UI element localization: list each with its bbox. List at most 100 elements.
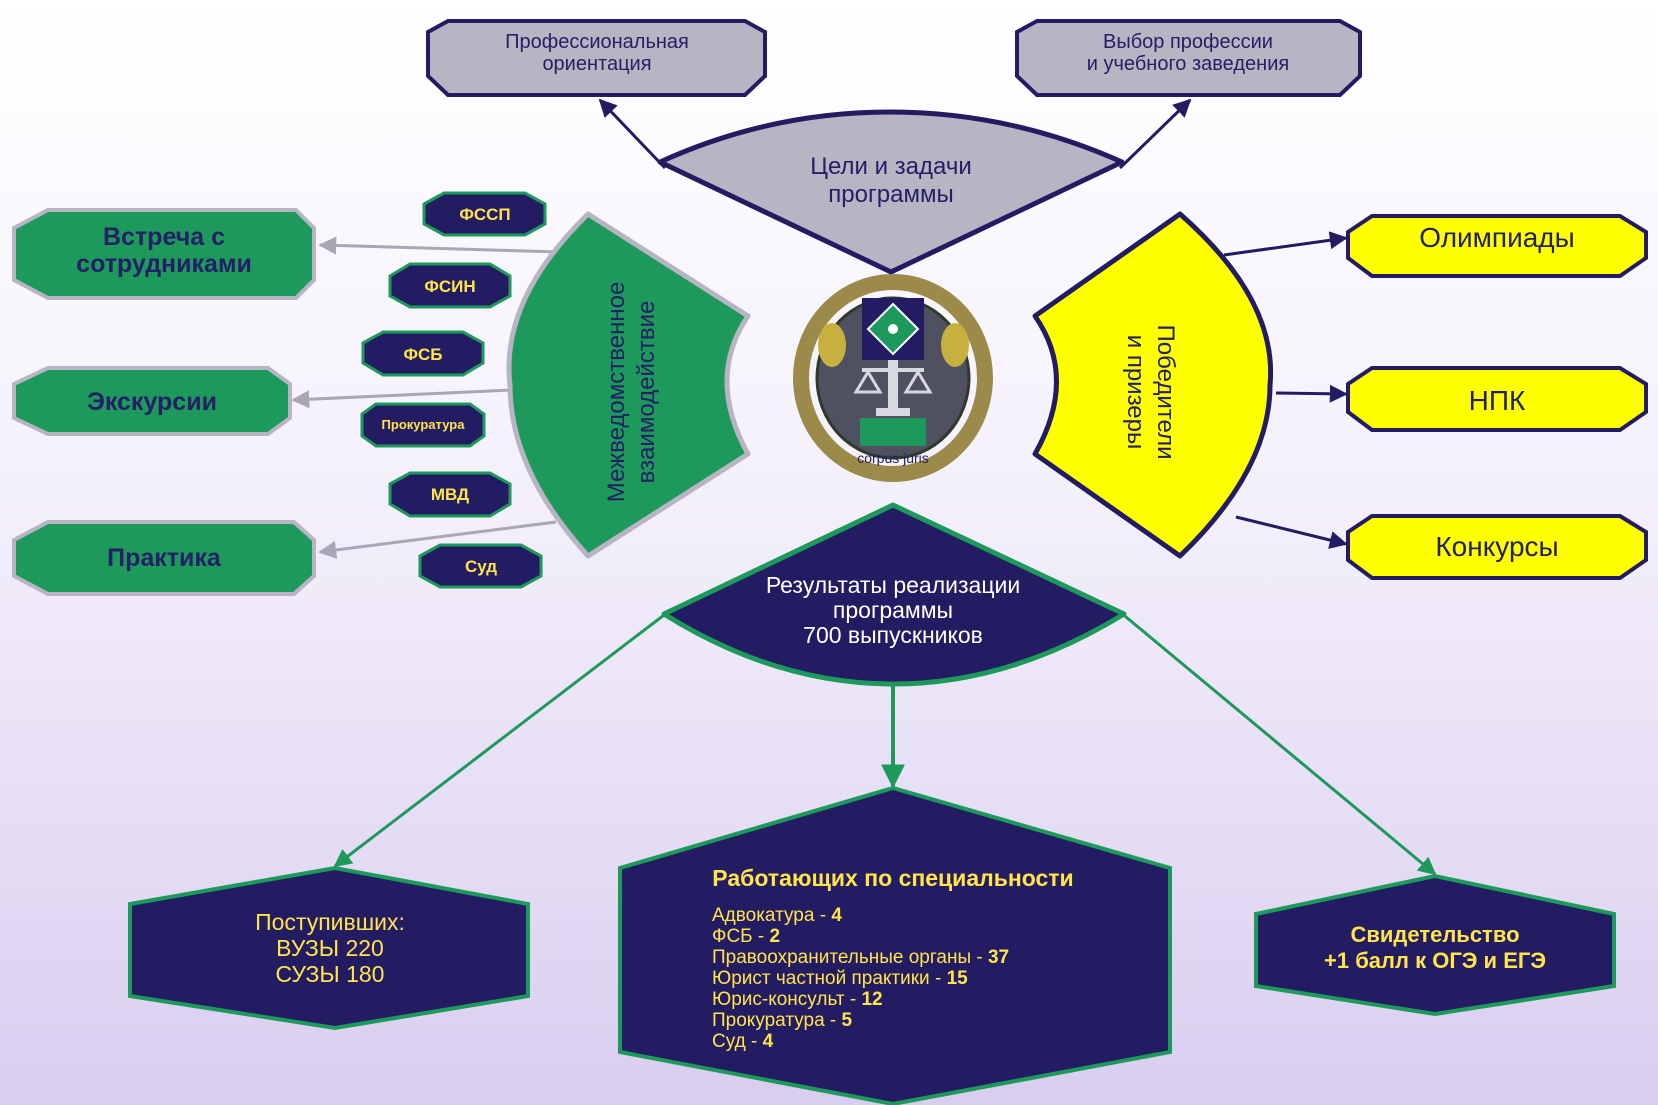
olympiads-shape [1346,214,1648,278]
agency-fsin-shape [388,262,512,309]
excursions-box: Экскурсии [12,366,292,436]
agency-fsin: ФСИН [388,262,512,309]
list-item: Правоохранительные органы - 37 [712,947,1009,968]
interagency-node: Межведомственное взаимодействие [506,211,751,559]
working-title: Работающих по специальности [712,865,1073,891]
meeting-line2: сотрудниками [76,250,252,278]
agency-mvd: МВД [388,471,512,518]
contests-shape [1346,514,1648,580]
agency-prosecutor-label: Прокуратура [382,417,466,432]
choice-node: Выбор профессии и учебного заведения [1015,19,1362,97]
admitted-title: Поступивших: [255,909,405,935]
npk-label: НПК [1469,385,1526,416]
excursions-shape [12,366,292,436]
contests-label: Конкурсы [1435,531,1558,562]
logo-gold-leaf-left [818,323,846,367]
working-list: Адвокатура - 4 ФСБ - 2 Правоохранительны… [712,905,1009,1052]
excursions-label: Экскурсии [87,388,217,416]
winners-line2: и призеры [1122,335,1149,450]
logo-wreath [793,274,993,482]
choice-line2: и учебного заведения [1087,53,1289,75]
list-item: Юрис-консульт - 12 [712,989,883,1010]
agency-court-shape [418,543,543,589]
admitted-node: Поступивших: ВУЗЫ 220 СУЗЫ 180 [128,865,530,1031]
connectors [291,98,1437,876]
agency-fssp-label: ФССП [459,205,510,224]
practice-box: Практика [12,520,316,596]
certificate-line1: Свидетельство [1350,922,1519,947]
arrow-to-contests [1235,515,1348,549]
practice-shape [12,520,316,596]
agency-fssp: ФССП [422,191,547,237]
agency-mvd-label: МВД [431,485,469,504]
results-line1: Результаты реализации [766,572,1020,598]
list-item: Прокуратура - 5 [712,1010,853,1031]
olympiads-label: Олимпиады [1419,222,1575,253]
certificate-line2: +1 балл к ОГЭ и ЕГЭ [1324,948,1546,973]
orientation-node: Профессиональная ориентация [426,19,767,97]
olympiads-box: Олимпиады [1346,214,1648,278]
choice-shape [1015,19,1362,97]
meeting-box: Встреча с сотрудниками [12,208,316,300]
arrow-to-meeting [318,236,561,255]
agency-court: Суд [418,543,543,589]
arrow-to-orientation [598,98,667,170]
goals-title-line2: программы [828,181,953,208]
winners-shape [1032,211,1274,559]
agency-mvd-shape [388,471,512,518]
arrow-to-certificate [1119,610,1437,876]
admitted-universities: ВУЗЫ 220 [276,935,384,961]
arrow-to-admitted [333,610,669,868]
arrow-to-olympiads [1223,231,1348,257]
agency-fsb-label: ФСБ [403,345,442,364]
contests-box: Конкурсы [1346,514,1648,580]
results-line2: программы [833,597,953,623]
meeting-shape [12,208,316,300]
agency-fsb: ФСБ [361,330,485,377]
orientation-line1: Профессиональная [505,31,689,53]
results-shape [661,502,1127,687]
orientation-shape [426,19,767,97]
choice-line1: Выбор профессии [1103,31,1273,53]
agency-fsb-shape [361,330,485,377]
working-shape [618,785,1172,1105]
arrow-to-choice [1118,98,1192,170]
logo-emblem-dot [888,324,898,334]
admitted-shape [128,865,530,1031]
npk-box: НПК [1346,366,1648,432]
results-line3: 700 выпускников [803,622,983,648]
winners-line1: Победители [1152,325,1179,460]
agency-prosecutor-shape [360,402,486,448]
arrow-to-practice [318,520,557,559]
certificate-shape [1254,873,1616,1017]
admitted-colleges: СУЗЫ 180 [276,961,385,987]
goals-title-line1: Цели и задачи [810,153,972,180]
interagency-line1: Межведомственное [603,282,630,503]
certificate-node: Свидетельство +1 балл к ОГЭ и ЕГЭ [1254,873,1616,1017]
logo-banner [860,418,926,446]
goals-shape [657,109,1125,275]
arrow-to-npk [1275,384,1348,403]
list-item: ФСБ - 2 [712,926,780,947]
scales-icon [853,360,933,416]
logo-gold-leaf-right [941,323,969,367]
practice-label: Практика [107,544,222,572]
npk-shape [1346,366,1648,432]
list-item: Юрист частной практики - 15 [712,968,968,989]
working-node: Работающих по специальности Адвокатура -… [618,785,1172,1105]
agency-fssp-shape [422,191,547,237]
agency-prosecutor: Прокуратура [360,402,486,448]
agency-court-label: Суд [465,557,497,576]
winners-node: Победители и призеры [1032,211,1274,559]
orientation-line2: ориентация [542,53,651,75]
list-item: Суд - 4 [712,1031,774,1052]
arrow-to-excursions [291,388,513,409]
results-node: Результаты реализации программы 700 выпу… [661,502,1127,687]
list-item: Адвокатура - 4 [712,905,842,926]
goals-node: Цели и задачи программы [657,109,1125,275]
interagency-line2: взаимодействие [633,301,660,484]
interagency-shape [506,211,751,559]
logo-motto: corpus juris [857,450,929,466]
school-logo: corpus juris [793,274,993,482]
